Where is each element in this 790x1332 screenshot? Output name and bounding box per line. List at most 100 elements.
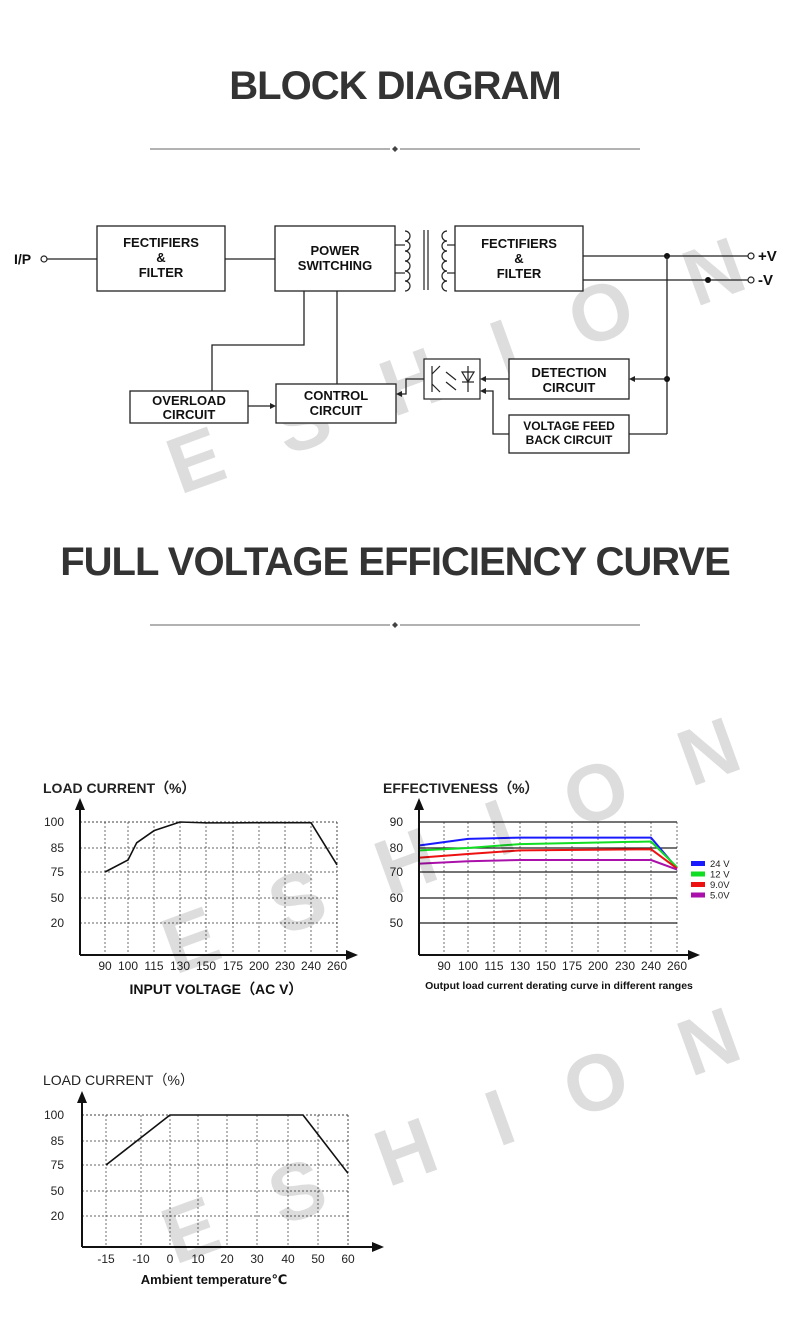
y-tick-label: 100 <box>44 1108 64 1122</box>
x-tick-label: 260 <box>327 959 347 973</box>
svg-text:POWER: POWER <box>310 243 360 258</box>
svg-text:FECTIFIERS: FECTIFIERS <box>123 235 199 250</box>
chart-title: LOAD CURRENT（%） <box>43 1072 194 1088</box>
legend-label: 24 V <box>710 859 730 870</box>
svg-text:BACK CIRCUIT: BACK CIRCUIT <box>526 433 613 447</box>
y-tick-label: 90 <box>390 815 404 829</box>
heading-divider <box>150 622 640 628</box>
legend-label: 12 V <box>710 870 730 881</box>
y-tick-label: 85 <box>51 1134 65 1148</box>
watermark: ESHION <box>150 679 790 991</box>
svg-text:FECTIFIERS: FECTIFIERS <box>481 236 557 251</box>
x-tick-label: 20 <box>220 1252 234 1266</box>
y-tick-label: 75 <box>51 865 65 879</box>
x-tick-label: 0 <box>167 1252 174 1266</box>
y-tick-label: 20 <box>51 916 65 930</box>
x-tick-label: 230 <box>615 959 635 973</box>
rectifier-filter-input-block <box>96 225 226 292</box>
legend-swatch <box>691 882 705 887</box>
y-tick-label: 50 <box>390 916 404 930</box>
svg-text:CIRCUIT: CIRCUIT <box>163 407 216 422</box>
x-tick-label: 150 <box>536 959 556 973</box>
positive-output-label: +V <box>758 248 777 265</box>
control-circuit-block <box>275 383 397 424</box>
x-tick-label: 130 <box>170 959 190 973</box>
x-axis-label: INPUT VOLTAGE（AC V） <box>130 981 303 997</box>
x-tick-label: 130 <box>510 959 530 973</box>
x-tick-label: 240 <box>301 959 321 973</box>
y-tick-label: 85 <box>51 841 65 855</box>
svg-text:OVERLOAD: OVERLOAD <box>152 393 226 408</box>
x-tick-label: -15 <box>97 1252 115 1266</box>
negative-output-label: -V <box>758 272 773 289</box>
chart-title: LOAD CURRENT（%） <box>43 780 195 796</box>
y-tick-label: 100 <box>44 815 64 829</box>
y-axis-arrow <box>414 798 424 810</box>
x-tick-label: 175 <box>223 959 243 973</box>
detection-circuit-block <box>508 358 630 400</box>
x-tick-label: 200 <box>588 959 608 973</box>
x-tick-label: 115 <box>484 959 503 973</box>
svg-text:CONTROL: CONTROL <box>304 388 368 403</box>
series-line <box>105 1114 349 1174</box>
x-axis-arrow <box>346 950 358 960</box>
y-tick-label: 70 <box>390 865 404 879</box>
y-tick-label: 20 <box>51 1209 65 1223</box>
svg-text:FILTER: FILTER <box>139 265 184 280</box>
x-axis-label: Ambient temperature℃ <box>141 1272 288 1287</box>
positive-terminal <box>747 252 755 260</box>
svg-text:SWITCHING: SWITCHING <box>298 258 372 273</box>
x-axis-label: Output load current derating curve in di… <box>425 980 693 992</box>
y-tick-label: 75 <box>51 1158 65 1172</box>
overload-circuit-block <box>129 390 249 424</box>
series-line <box>104 821 338 873</box>
x-tick-label: 50 <box>311 1252 325 1266</box>
x-tick-label: 230 <box>275 959 295 973</box>
legend-swatch <box>691 861 705 866</box>
heading-divider <box>150 146 640 152</box>
svg-text:CIRCUIT: CIRCUIT <box>310 403 363 418</box>
y-axis-arrow <box>77 1091 87 1103</box>
x-tick-label: 90 <box>437 959 451 973</box>
x-tick-label: 40 <box>281 1252 295 1266</box>
x-tick-label: 90 <box>98 959 112 973</box>
input-label: I/P <box>14 251 31 267</box>
block-diagram-heading: BLOCK DIAGRAM <box>229 64 561 108</box>
negative-terminal <box>747 276 755 284</box>
watermark: ESHION <box>150 969 790 1281</box>
x-tick-label: -10 <box>132 1252 150 1266</box>
x-axis-arrow <box>688 950 700 960</box>
y-tick-label: 50 <box>51 891 65 905</box>
x-tick-label: 100 <box>118 959 138 973</box>
legend-swatch <box>691 871 705 877</box>
svg-text:ESHION: ESHION <box>150 679 790 991</box>
series-line <box>419 859 678 871</box>
series-line <box>419 836 678 870</box>
x-tick-label: 115 <box>144 959 163 973</box>
power-switching-block <box>274 225 396 292</box>
svg-text:FILTER: FILTER <box>497 266 542 281</box>
x-tick-label: 100 <box>458 959 478 973</box>
chart-ambient-temperature: LOAD CURRENT（%） -15 -10 0 10 20 30 40 50 60 100 85 7… <box>43 1072 384 1287</box>
y-tick-label: 50 <box>51 1184 65 1198</box>
svg-text:&: & <box>156 250 165 265</box>
y-tick-label: 80 <box>390 841 404 855</box>
block-diagram: ESHION I/P FECTIFIERS & FILTER POWER SWI… <box>14 199 790 511</box>
svg-text:&: & <box>514 251 523 266</box>
chart-title: EFFECTIVENESS（%） <box>383 780 539 796</box>
x-tick-label: 200 <box>249 959 269 973</box>
x-tick-label: 60 <box>341 1252 355 1266</box>
svg-text:CIRCUIT: CIRCUIT <box>543 380 596 395</box>
legend-label: 5.0V <box>710 891 730 902</box>
svg-text:DETECTION: DETECTION <box>531 365 606 380</box>
x-tick-label: 10 <box>191 1252 205 1266</box>
series-line <box>419 840 678 868</box>
x-tick-label: 30 <box>250 1252 264 1266</box>
rectifier-filter-output-block <box>454 225 584 292</box>
x-tick-label: 240 <box>641 959 661 973</box>
svg-text:VOLTAGE FEED: VOLTAGE FEED <box>523 419 615 433</box>
voltage-feedback-block <box>508 414 630 454</box>
x-axis-arrow <box>372 1242 384 1252</box>
